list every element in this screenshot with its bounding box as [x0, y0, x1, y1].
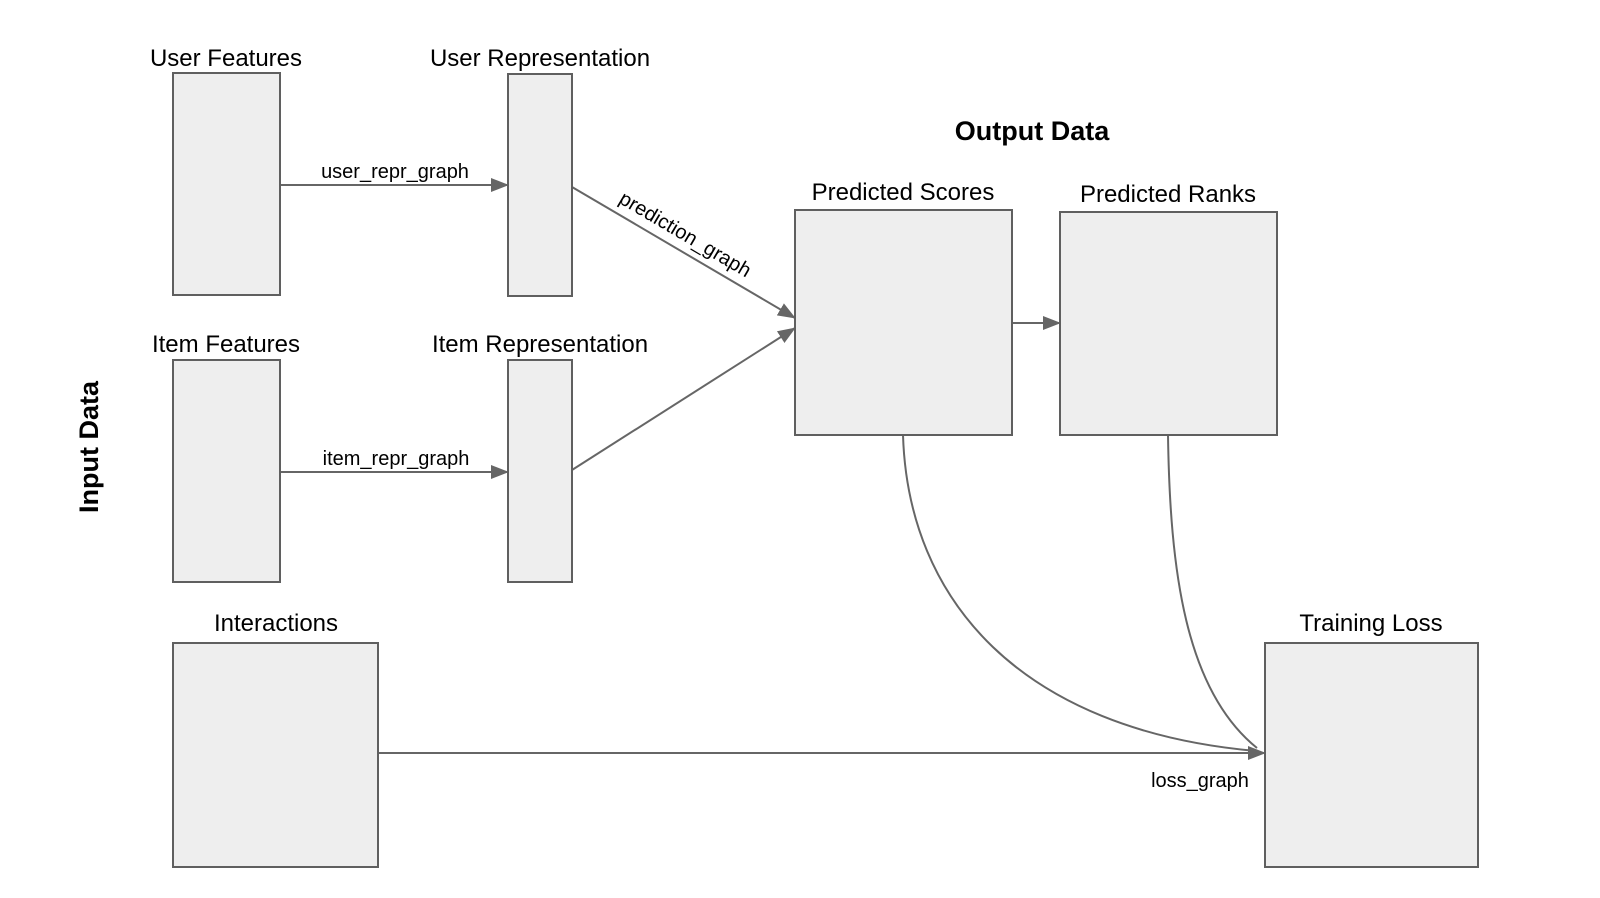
node-predicted-ranks-box [1059, 211, 1278, 436]
node-user-features-box [172, 72, 281, 296]
edge-predicted-ranks-to-training-loss [1167, 434, 1258, 749]
node-user-representation-box [507, 73, 573, 297]
edge-label-user-repr-graph: user_repr_graph [321, 161, 469, 183]
node-training-loss: Training Loss [1264, 610, 1479, 868]
group-title-input-data: Input Data [74, 380, 104, 513]
node-predicted-scores-label: Predicted Scores [812, 179, 995, 206]
node-item-representation-label: Item Representation [432, 331, 648, 358]
node-predicted-scores: Predicted Scores [794, 179, 1013, 436]
edge-user-representation-to-predicted-scores [571, 186, 796, 319]
node-training-loss-label: Training Loss [1299, 610, 1442, 637]
node-user-representation-label: User Representation [430, 45, 650, 72]
node-item-features-box [172, 359, 281, 583]
edge-item-representation-to-predicted-scores [571, 327, 796, 471]
node-interactions: Interactions [172, 610, 379, 868]
node-predicted-ranks: Predicted Ranks [1059, 181, 1278, 436]
edge-label-item-repr-graph: item_repr_graph [323, 448, 470, 470]
node-item-features-label: Item Features [152, 331, 300, 358]
node-user-features: User Features [150, 45, 302, 296]
group-title-output-data: Output Data [955, 116, 1110, 146]
node-interactions-box [172, 642, 379, 868]
edge-label-prediction-graph: prediction_graph [615, 188, 755, 283]
node-user-features-label: User Features [150, 45, 302, 72]
edge-label-loss-graph: loss_graph [1151, 770, 1249, 792]
node-item-representation-box [507, 359, 573, 583]
node-interactions-label: Interactions [214, 610, 338, 637]
node-item-representation: Item Representation [432, 331, 648, 583]
node-user-representation: User Representation [430, 45, 650, 297]
node-training-loss-box [1264, 642, 1479, 868]
node-predicted-ranks-label: Predicted Ranks [1080, 181, 1256, 208]
node-predicted-scores-box [794, 209, 1013, 436]
edge-predicted-scores-to-training-loss [902, 434, 1257, 752]
node-item-features: Item Features [152, 331, 300, 583]
